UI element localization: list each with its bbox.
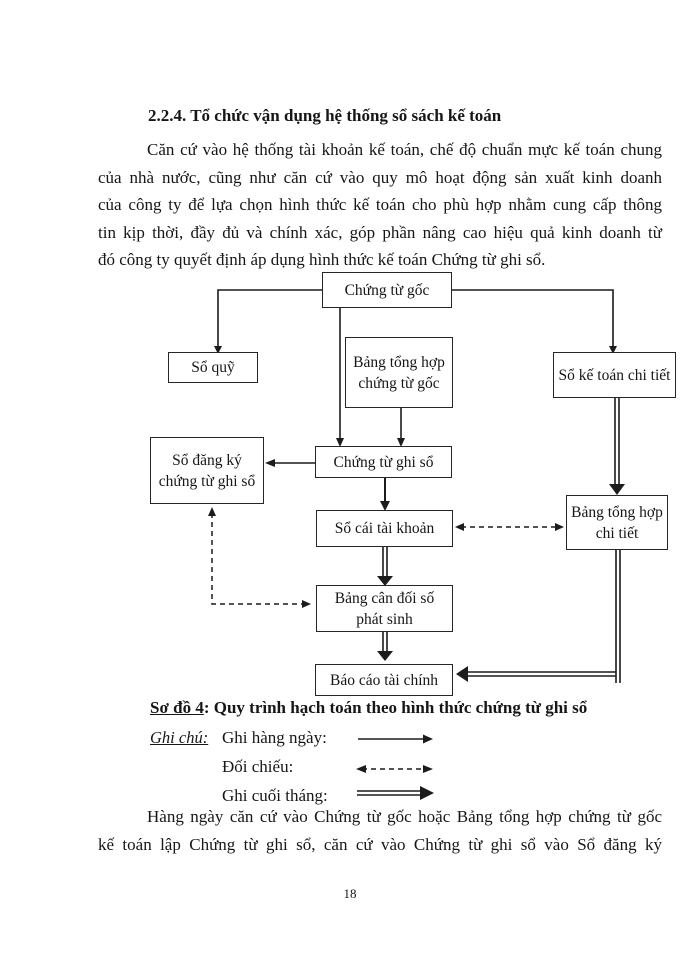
connector-ghiso-to-socai bbox=[380, 478, 390, 511]
legend-arrow-solid bbox=[358, 734, 433, 744]
section-heading: 2.2.4. Tổ chức vận dụng hệ thống sổ sách… bbox=[148, 106, 502, 125]
connector-sodangky-bangcandoi-dashed bbox=[208, 507, 311, 608]
connector-soketoan-to-bangchitiet-double bbox=[609, 398, 625, 495]
flow-box-so-cai-tai-khoan: Sổ cái tài khoản bbox=[316, 510, 453, 547]
legend-item-reconcile: Đối chiếu: bbox=[222, 757, 294, 776]
flow-box-so-ke-toan-chi-tiet: Sổ kế toán chi tiết bbox=[553, 352, 676, 398]
connector-goc-to-ghiso bbox=[336, 308, 344, 447]
connector-ghiso-to-sodangky bbox=[265, 459, 315, 467]
paragraph-line: của công ty để lựa chọn hình thức kế toá… bbox=[98, 195, 662, 215]
paragraph-line: tin kịp thời, đầy đủ và chính xác, góp p… bbox=[98, 222, 662, 242]
legend-arrow-double bbox=[357, 786, 434, 800]
flow-box-chung-tu-ghi-so: Chứng từ ghi sổ bbox=[315, 446, 452, 478]
flow-box-bang-tong-hop-chung-tu-goc: Bảng tổng hợp chứng từ gốc bbox=[345, 337, 453, 408]
diagram-caption-text: : Quy trình hạch toán theo hình thức chứ… bbox=[203, 698, 588, 717]
flow-box-bao-cao-tai-chinh: Báo cáo tài chính bbox=[315, 664, 453, 696]
paragraph-line: Căn cứ vào hệ thống tài khoản kế toán, c… bbox=[147, 140, 662, 159]
flow-box-so-quy: Sổ quỹ bbox=[168, 352, 258, 383]
legend-title: Ghi chú: bbox=[150, 728, 209, 747]
paragraph-line: của nhà nước, cũng như căn cứ vào quy mô… bbox=[98, 167, 662, 187]
flow-box-bang-tong-hop-chi-tiet: Bảng tổng hợp chi tiết bbox=[566, 495, 668, 550]
connector-bangcandoi-to-baocao-double bbox=[377, 632, 393, 661]
legend-item-daily: Ghi hàng ngày: bbox=[222, 728, 327, 747]
connector-socai-bangchitiet-dashed bbox=[455, 523, 564, 531]
flow-box-bang-can-doi-so-phat-sinh: Bảng cân đối số phát sinh bbox=[316, 585, 453, 632]
intro-paragraph: Căn cứ vào hệ thống tài khoản kế toán, c… bbox=[98, 136, 662, 274]
legend-item-monthend: Ghi cuối tháng: bbox=[222, 786, 328, 805]
paragraph-line: đó công ty quyết định áp dụng hình thức … bbox=[98, 250, 546, 270]
diagram-caption-label: Sơ đồ 4 bbox=[150, 698, 204, 717]
flow-box-chung-tu-goc: Chứng từ gốc bbox=[322, 272, 452, 308]
legend-arrow-dashed bbox=[356, 765, 433, 773]
diagram-caption: Sơ đồ 4: Quy trình hạch toán theo hình t… bbox=[150, 698, 587, 718]
page-number: 18 bbox=[343, 886, 357, 901]
connector-socai-to-bangcandoi-double bbox=[377, 547, 393, 586]
connector-goc-to-soquy bbox=[214, 289, 322, 354]
paragraph-line: Hàng ngày căn cứ vào Chứng từ gốc hoặc B… bbox=[147, 807, 662, 826]
paragraph-line: kế toán lập Chứng từ ghi sổ, căn cứ vào … bbox=[98, 835, 662, 854]
closing-paragraph: Hàng ngày căn cứ vào Chứng từ gốc hoặc B… bbox=[98, 803, 662, 859]
connector-goc-to-soketoan bbox=[452, 289, 617, 354]
connector-bangchitiet-to-baocao-double bbox=[456, 550, 621, 683]
flow-box-so-dang-ky-chung-tu-ghi-so: Sổ đăng ký chứng từ ghi sổ bbox=[150, 437, 264, 504]
connector-bangth-to-ghiso bbox=[397, 408, 405, 447]
